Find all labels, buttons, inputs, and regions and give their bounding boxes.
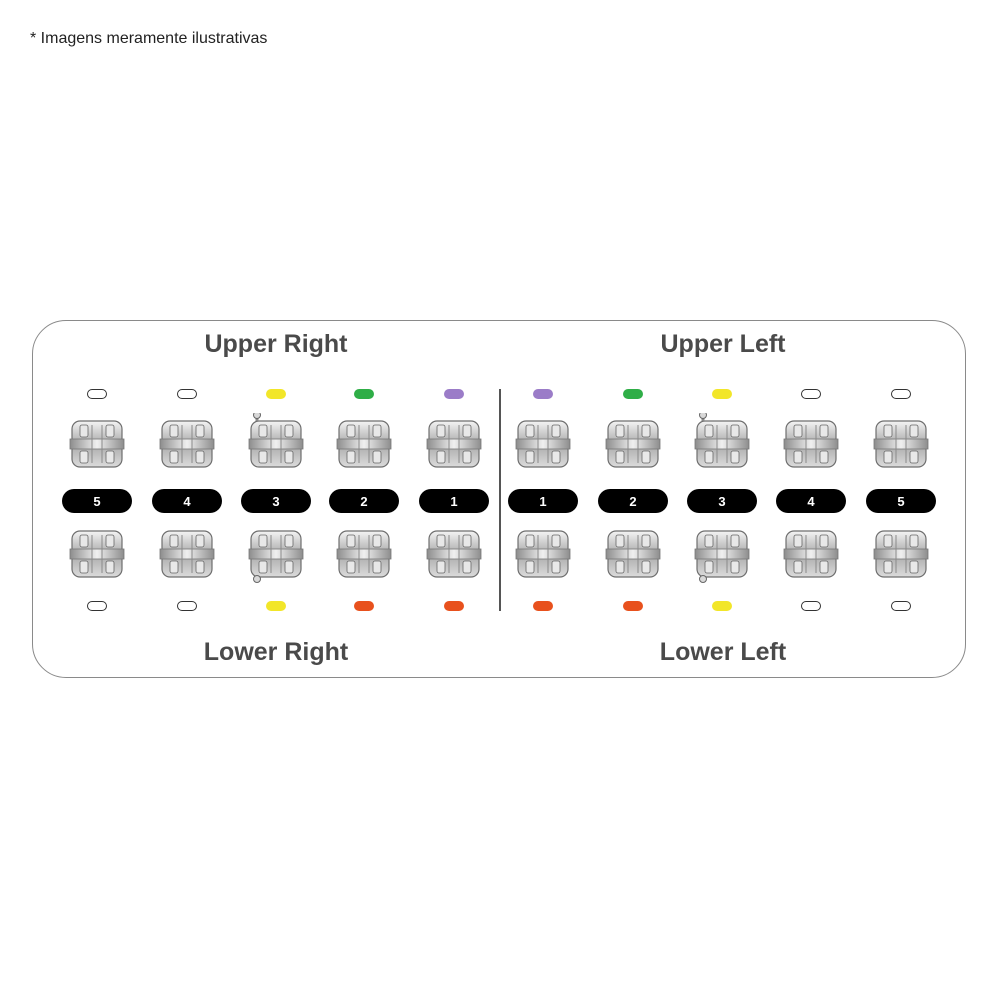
lower-color-indicator <box>266 601 286 611</box>
tooth-number-badge: 5 <box>62 489 132 513</box>
upper-bracket-icon <box>425 413 483 473</box>
lower-color-indicator <box>354 601 374 611</box>
upper-color-indicator <box>623 389 643 399</box>
upper-bracket-icon <box>604 413 662 473</box>
lower-bracket-with-hook-icon <box>693 523 751 583</box>
upper-color-indicator <box>177 389 197 399</box>
upper-left-title: Upper Left <box>660 330 786 358</box>
midline-divider <box>499 389 501 611</box>
tooth-column: 5 <box>866 385 936 615</box>
upper-bracket-icon <box>68 413 126 473</box>
lower-bracket-with-hook-icon <box>247 523 305 583</box>
upper-color-indicator <box>891 389 911 399</box>
lower-color-indicator <box>623 601 643 611</box>
upper-bracket-icon <box>782 413 840 473</box>
tooth-column: 2 <box>598 385 668 615</box>
lower-right-title: Lower Right <box>203 638 349 666</box>
upper-bracket-icon <box>335 413 393 473</box>
tooth-number-badge: 2 <box>329 489 399 513</box>
tooth-number-badge: 1 <box>419 489 489 513</box>
lower-color-indicator <box>891 601 911 611</box>
upper-color-indicator <box>712 389 732 399</box>
upper-color-indicator <box>533 389 553 399</box>
upper-color-indicator <box>801 389 821 399</box>
tooth-number-badge: 3 <box>687 489 757 513</box>
upper-bracket-with-hook-icon <box>247 411 305 473</box>
lower-bracket-icon <box>425 523 483 583</box>
lower-color-indicator <box>533 601 553 611</box>
lower-left-title: Lower Left <box>659 638 787 666</box>
disclaimer-text: * Imagens meramente ilustrativas <box>30 30 268 47</box>
tooth-column: 3 <box>687 385 757 615</box>
tooth-column: 2 <box>329 385 399 615</box>
lower-bracket-icon <box>872 523 930 583</box>
lower-color-indicator <box>712 601 732 611</box>
tooth-number-badge: 3 <box>241 489 311 513</box>
tooth-column: 4 <box>152 385 222 615</box>
tooth-column: 3 <box>241 385 311 615</box>
lower-color-indicator <box>444 601 464 611</box>
lower-bracket-icon <box>158 523 216 583</box>
lower-bracket-icon <box>335 523 393 583</box>
lower-bracket-icon <box>514 523 572 583</box>
upper-color-indicator <box>444 389 464 399</box>
upper-bracket-with-hook-icon <box>693 411 751 473</box>
tooth-number-badge: 1 <box>508 489 578 513</box>
upper-bracket-icon <box>158 413 216 473</box>
tooth-number-badge: 4 <box>152 489 222 513</box>
upper-right-title: Upper Right <box>204 330 348 358</box>
upper-color-indicator <box>266 389 286 399</box>
lower-bracket-icon <box>604 523 662 583</box>
tooth-column: 5 <box>62 385 132 615</box>
tooth-column: 1 <box>508 385 578 615</box>
tooth-column: 4 <box>776 385 846 615</box>
upper-color-indicator <box>87 389 107 399</box>
upper-color-indicator <box>354 389 374 399</box>
upper-bracket-icon <box>872 413 930 473</box>
lower-bracket-icon <box>782 523 840 583</box>
lower-bracket-icon <box>68 523 126 583</box>
tooth-number-badge: 2 <box>598 489 668 513</box>
tooth-number-badge: 5 <box>866 489 936 513</box>
tooth-number-badge: 4 <box>776 489 846 513</box>
tooth-column: 1 <box>419 385 489 615</box>
upper-bracket-icon <box>514 413 572 473</box>
lower-color-indicator <box>801 601 821 611</box>
lower-color-indicator <box>177 601 197 611</box>
lower-color-indicator <box>87 601 107 611</box>
bracket-chart-panel <box>32 320 966 678</box>
